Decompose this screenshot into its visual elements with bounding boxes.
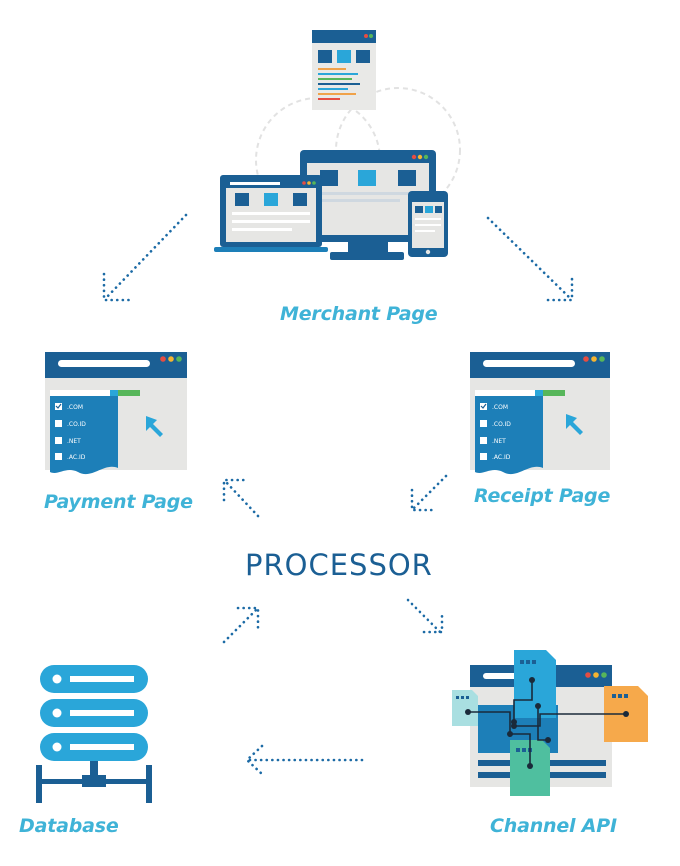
receipt-page-node: .COM .CO.ID .NET .AC.ID [470,352,610,475]
cursor-arrow-icon [566,414,583,435]
receipt-option-4: .AC.ID [492,454,511,461]
arrow-receipt-to-processor [410,474,448,512]
domain-dropdown-list [50,396,118,475]
payment-page-label: Payment Page [44,491,193,513]
dotted-arrows [102,213,574,776]
arrow-channel-to-database [245,744,364,776]
phone-icon [408,191,448,257]
option-4: .AC.ID [67,454,86,461]
option-2: .CO.ID [67,421,86,428]
dashed-orbit-right [335,87,461,213]
merchant-page-node [214,30,461,260]
merchant-page-label: Merchant Page [280,303,438,325]
processor-title: PROCESSOR [245,548,433,582]
merchant-document-icon [312,30,376,110]
receipt-option-3: .NET [492,438,506,445]
arrow-processor-to-payment [222,478,260,518]
receipt-option-1: .COM [492,404,508,411]
receipt-page-label: Receipt Page [474,485,611,507]
option-1: .COM [67,404,83,411]
arrow-merchant-to-receipt [486,216,574,302]
payment-page-node: .COM .CO.ID .NET .AC.ID [45,352,187,475]
option-3: .NET [67,438,81,445]
arrow-database-to-processor [222,606,260,644]
receipt-option-2: .CO.ID [492,421,511,428]
channel-api-node [452,650,648,796]
database-label: Database [19,815,119,837]
channel-api-label: Channel API [490,815,617,837]
arrow-processor-to-channel [406,598,444,634]
arrow-merchant-to-payment [102,213,188,302]
laptop-icon [214,175,328,252]
cursor-arrow-icon [146,416,163,437]
database-server-icon [36,665,152,803]
